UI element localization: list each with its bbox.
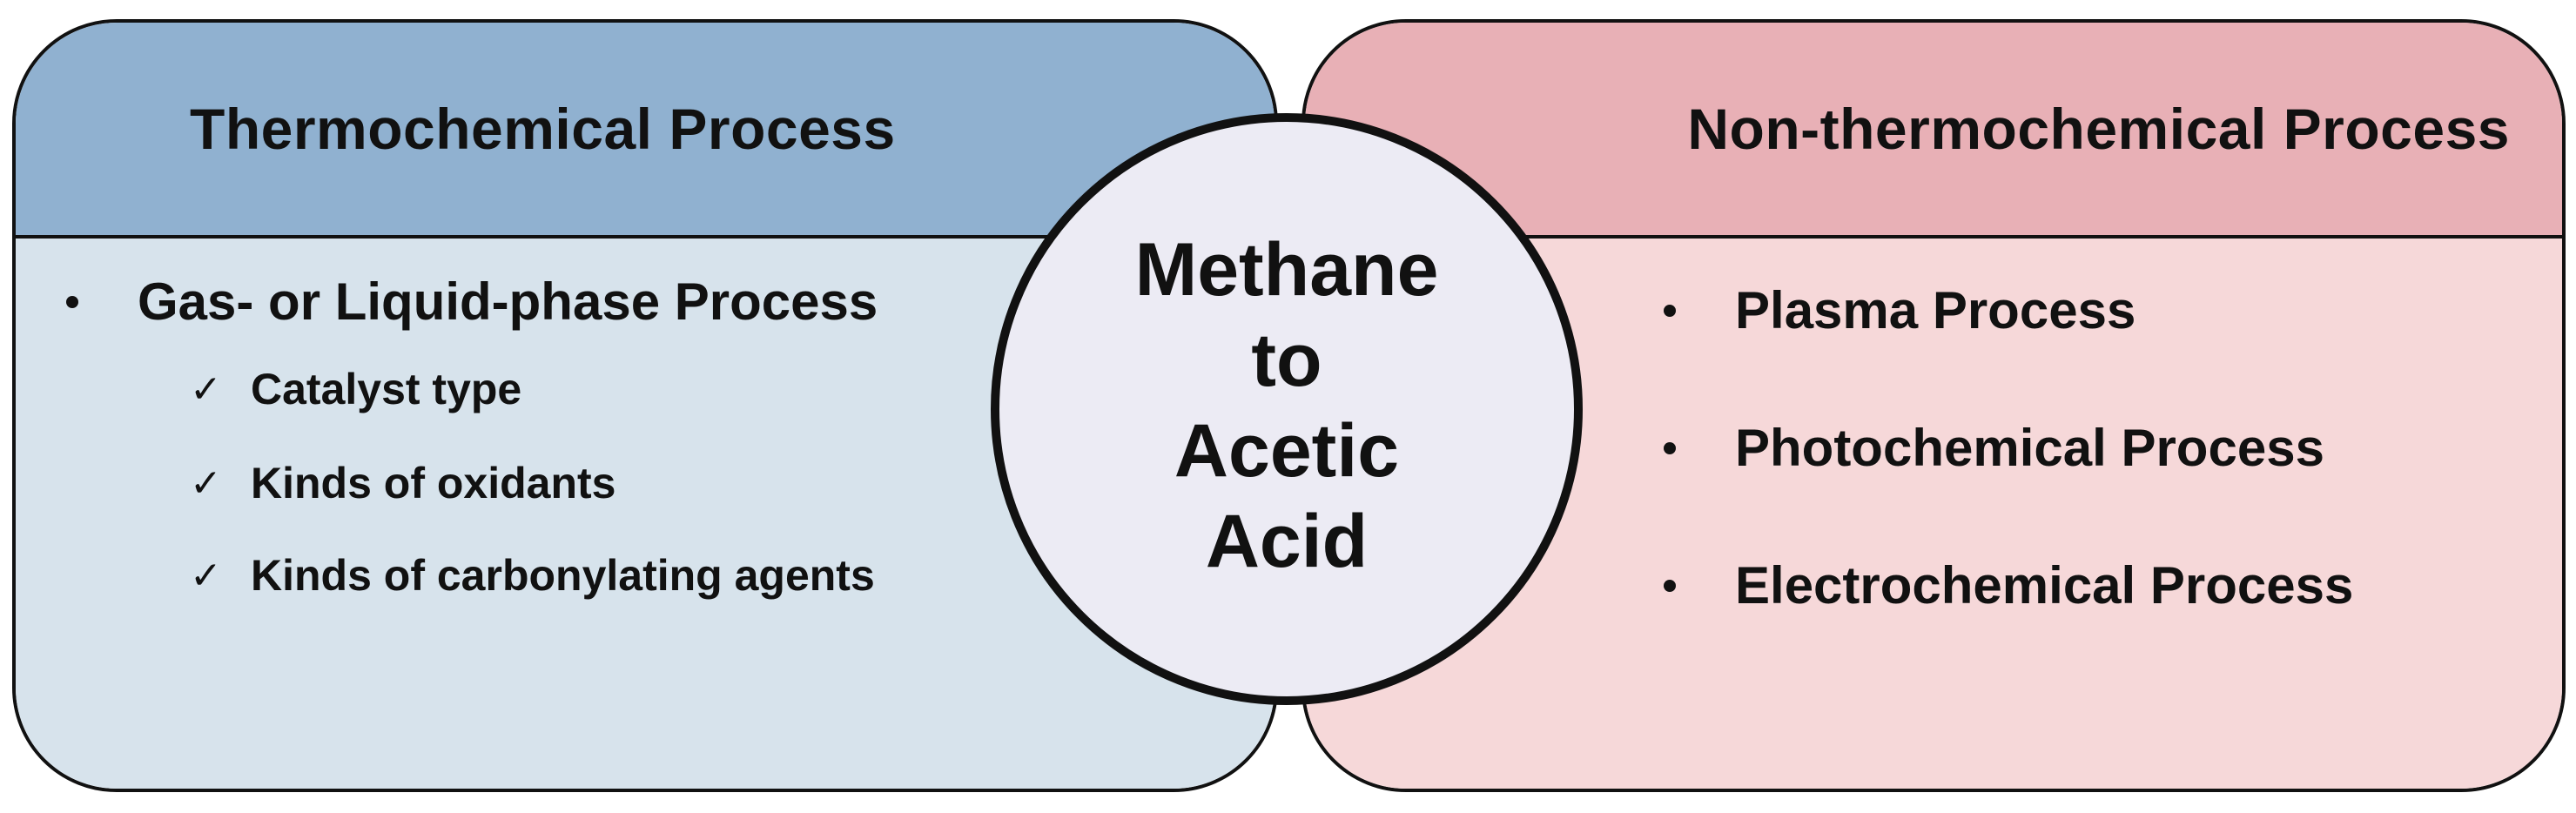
bullet-dot-icon bbox=[66, 295, 78, 308]
center-text: Methane to Acetic Acid bbox=[1135, 225, 1439, 587]
thermochemical-panel-header: Thermochemical Process bbox=[16, 23, 1275, 239]
bullet-dot-icon bbox=[1664, 579, 1676, 592]
non-thermochemical-title: Non-thermochemical Process bbox=[1687, 97, 2510, 161]
center-circle: Methane to Acetic Acid bbox=[991, 113, 1583, 705]
checkmark-icon: ✓ bbox=[190, 367, 222, 411]
bullet-label: Gas- or Liquid-phase Process bbox=[138, 272, 878, 331]
thermochemical-title: Thermochemical Process bbox=[190, 97, 896, 161]
checkmark-icon: ✓ bbox=[190, 461, 222, 505]
bullet-dot-icon bbox=[1664, 441, 1676, 454]
bullet-plasma-process: Plasma Process bbox=[1664, 280, 2135, 340]
check-label: Kinds of oxidants bbox=[251, 459, 616, 507]
center-line-acid: Acid bbox=[1205, 500, 1369, 583]
bullet-label: Electrochemical Process bbox=[1735, 556, 2354, 615]
check-label: Catalyst type bbox=[251, 365, 522, 413]
center-line-methane: Methane bbox=[1134, 228, 1439, 312]
check-item-catalyst-type: ✓ Catalyst type bbox=[190, 364, 521, 414]
bullet-label: Plasma Process bbox=[1735, 281, 2136, 339]
bullet-gas-liquid-phase: Gas- or Liquid-phase Process bbox=[66, 272, 878, 332]
bullet-dot-icon bbox=[1664, 304, 1676, 317]
bullet-label: Photochemical Process bbox=[1735, 419, 2324, 477]
center-line-acetic: Acetic bbox=[1174, 409, 1400, 493]
checkmark-icon: ✓ bbox=[190, 554, 222, 597]
non-thermochemical-panel-header: Non-thermochemical Process bbox=[1305, 23, 2562, 239]
bullet-photochemical-process: Photochemical Process bbox=[1664, 418, 2324, 478]
check-item-carbonylating-agents: ✓ Kinds of carbonylating agents bbox=[190, 550, 875, 601]
bullet-electrochemical-process: Electrochemical Process bbox=[1664, 555, 2353, 615]
check-label: Kinds of carbonylating agents bbox=[251, 551, 875, 600]
check-item-kinds-of-oxidants: ✓ Kinds of oxidants bbox=[190, 458, 615, 508]
center-line-to: to bbox=[1251, 319, 1322, 402]
